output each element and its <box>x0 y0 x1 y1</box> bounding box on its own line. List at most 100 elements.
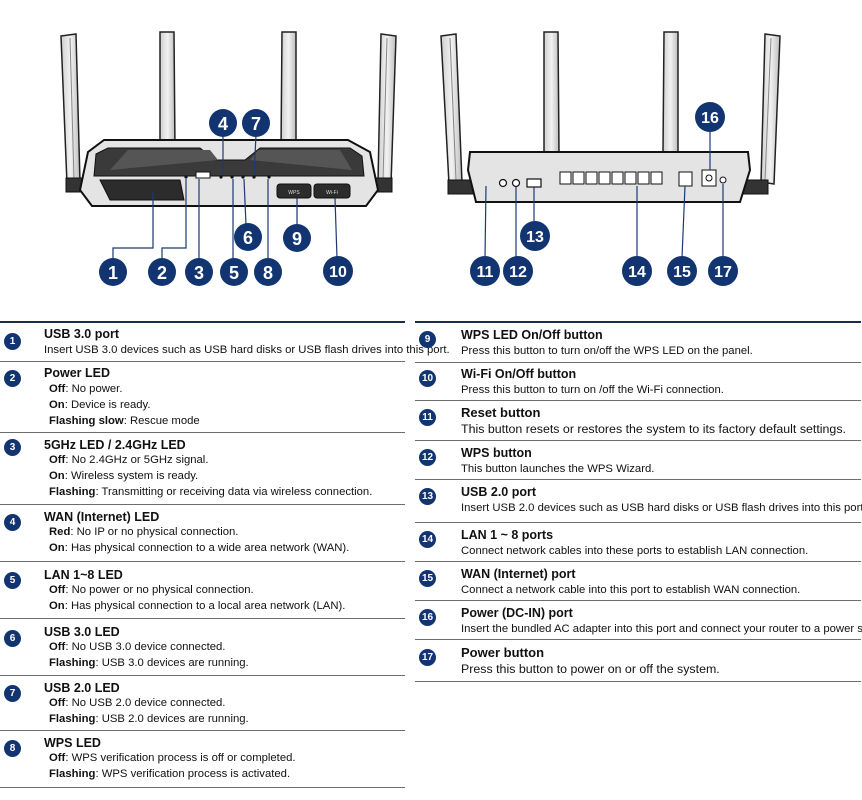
reset-button[interactable] <box>498 178 508 188</box>
callout-10: 10 <box>323 256 353 286</box>
callout-number: 1 <box>108 263 118 283</box>
wan-port[interactable] <box>678 171 693 187</box>
led-row <box>184 171 271 179</box>
legend-item-13: 13 USB 2.0 port Insert USB 2.0 devices s… <box>415 480 862 523</box>
item-line: Off: WPS verification process is off or … <box>49 752 296 764</box>
legend-item-17: 17 Power button Press this button to pow… <box>415 640 861 682</box>
leader-lines <box>484 130 724 259</box>
legend-item-14: 14 LAN 1 ~ 8 ports Connect network cable… <box>415 523 861 562</box>
power-button[interactable] <box>719 176 727 184</box>
item-line: On: Has physical connection to a wide ar… <box>49 542 349 554</box>
router-diagram: WPS Wi-Fi <box>60 31 781 286</box>
antenna <box>662 31 679 153</box>
state-text: : No power. <box>65 383 123 395</box>
wps-push-button[interactable] <box>511 178 521 188</box>
state-text: : No IP or no physical connection. <box>70 526 239 538</box>
callout-5: 5 <box>220 258 248 286</box>
item-title: Power button <box>461 645 545 660</box>
state-label: Flashing <box>49 768 96 780</box>
callout-13: 13 <box>520 221 550 251</box>
state-label: Off <box>49 584 66 596</box>
state-text: : Rescue mode <box>123 415 200 427</box>
item-number-badge: 7 <box>4 685 21 702</box>
state-label: Off <box>49 697 66 709</box>
legend-right-column: 9 WPS LED On/Off button Press this butto… <box>415 321 862 682</box>
state-label: Off <box>49 752 66 764</box>
callout-2: 2 <box>148 258 176 286</box>
state-label: Off <box>49 383 66 395</box>
state-label: Off <box>49 454 66 466</box>
item-description: Press this button to turn on /off the Wi… <box>461 384 724 396</box>
state-label: On <box>49 470 65 482</box>
item-line: Off: No USB 3.0 device connected. <box>49 641 225 653</box>
callout-8: 8 <box>254 258 282 286</box>
item-title: Power LED <box>44 366 110 380</box>
item-description: Insert USB 3.0 devices such as USB hard … <box>44 344 450 356</box>
state-label: Flashing slow <box>49 415 124 427</box>
callout-1: 1 <box>99 258 127 286</box>
item-title: WPS button <box>461 446 532 460</box>
state-text: : USB 3.0 devices are running. <box>95 657 249 669</box>
lan-ports[interactable] <box>559 171 663 185</box>
item-description: Press this button to power on or off the… <box>461 662 720 676</box>
item-description: This button launches the WPS Wizard. <box>461 463 655 475</box>
item-number-badge: 10 <box>419 370 436 387</box>
callout-number: 2 <box>157 263 167 283</box>
item-title: WAN (Internet) port <box>461 567 576 581</box>
callout-number: 6 <box>243 228 253 248</box>
item-line: Flashing: USB 3.0 devices are running. <box>49 657 249 669</box>
item-number-badge: 15 <box>419 570 436 587</box>
callout-number: 14 <box>628 264 646 281</box>
antenna <box>280 31 297 151</box>
usb-2-port[interactable] <box>526 178 542 188</box>
item-description: Connect a network cable into this port t… <box>461 584 801 596</box>
item-number-badge: 13 <box>419 488 436 505</box>
legend-item-10: 10 Wi-Fi On/Off button Press this button… <box>415 363 861 401</box>
callout-number: 3 <box>194 263 204 283</box>
item-title: Wi-Fi On/Off button <box>461 367 577 381</box>
item-number-badge: 5 <box>4 572 21 589</box>
state-text: : WPS verification process is activated. <box>95 768 291 780</box>
legend-left-column: 1 USB 3.0 port Insert USB 3.0 devices su… <box>0 321 450 788</box>
item-line: On: Device is ready. <box>49 399 151 411</box>
legend-item-4: 4 WAN (Internet) LED Red: No IP or no ph… <box>0 505 405 562</box>
callout-number: 4 <box>218 114 228 134</box>
item-description: Insert the bundled AC adapter into this … <box>461 623 862 635</box>
state-label: On <box>49 542 65 554</box>
callout-number: 10 <box>329 264 347 281</box>
state-text: : Has physical connection to a local are… <box>64 600 346 612</box>
power-port[interactable] <box>701 169 717 187</box>
state-text: : WPS verification process is off or com… <box>65 752 296 764</box>
wifi-button-label: Wi-Fi <box>326 190 338 196</box>
legend-item-7: 7 USB 2.0 LED Off: No USB 2.0 device con… <box>0 676 405 731</box>
state-text: : Device is ready. <box>64 399 151 411</box>
state-label: On <box>49 399 65 411</box>
legend-item-15: 15 WAN (Internet) port Connect a network… <box>415 562 861 601</box>
wifi-button[interactable]: Wi-Fi <box>313 183 351 199</box>
legend-item-9: 9 WPS LED On/Off button Press this butto… <box>415 323 861 363</box>
item-line: Flashing slow: Rescue mode <box>49 415 200 427</box>
callout-number: 8 <box>263 263 273 283</box>
state-text: : USB 2.0 devices are running. <box>95 713 249 725</box>
item-number-badge: 6 <box>4 630 21 647</box>
column-rule <box>0 321 405 323</box>
state-label: Off <box>49 641 66 653</box>
callout-15: 15 <box>667 256 697 286</box>
item-number-badge: 9 <box>419 331 436 348</box>
item-description: This button resets or restores the syste… <box>461 422 846 436</box>
callout-number: 13 <box>526 229 544 246</box>
item-title: LAN 1~8 LED <box>44 568 123 582</box>
router-back-view <box>440 31 781 259</box>
state-text: : Has physical connection to a wide area… <box>64 542 350 554</box>
wps-led-button[interactable]: WPS <box>276 183 312 199</box>
item-title: Reset button <box>461 405 541 420</box>
item-line: On: Wireless system is ready. <box>49 470 198 482</box>
callout-7: 7 <box>242 109 270 137</box>
column-rule <box>415 321 861 323</box>
item-line: Flashing: USB 2.0 devices are running. <box>49 713 249 725</box>
state-text: : No power or no physical connection. <box>65 584 254 596</box>
item-description: Press this button to turn on/off the WPS… <box>461 345 753 357</box>
antenna <box>159 31 176 151</box>
antenna <box>60 33 81 185</box>
item-number-badge: 4 <box>4 514 21 531</box>
